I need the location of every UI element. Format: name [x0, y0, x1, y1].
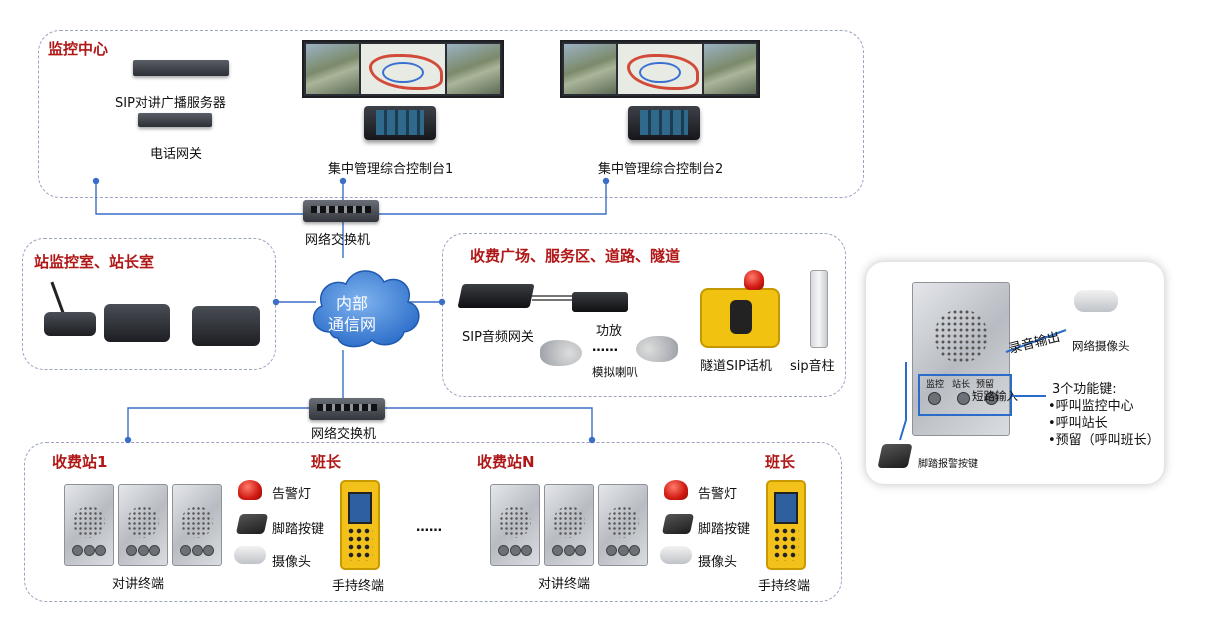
sip-audio-gateway-label: SIP音频网关 [462, 330, 534, 345]
console-2-icon [628, 106, 700, 140]
horn-speaker-left-icon [540, 340, 582, 366]
zone-toll-plaza-title: 收费广场、服务区、道路、隧道 [470, 247, 681, 265]
tunnel-sip-phone-label: 隧道SIP话机 [700, 359, 772, 374]
detail-foot-alarm-label: 脚踏报警按键 [918, 459, 978, 470]
detail-short-input-label: 短路输入 [972, 389, 1018, 403]
video-wall-2-icon [560, 40, 760, 98]
foot-pedal-n-label: 脚踏按键 [698, 522, 751, 537]
detail-key-reserve: 预留 [976, 380, 995, 390]
sip-column-label: sip音柱 [790, 359, 835, 374]
camera-1-icon [234, 546, 266, 564]
warning-light-1-icon [238, 480, 262, 500]
intercom-terminal-nb-icon [544, 484, 594, 566]
zone-monitor-center [38, 30, 864, 198]
detail-key-buttons [928, 392, 998, 405]
amplifier-icon [572, 292, 628, 312]
foot-pedal-1-label: 脚踏按键 [272, 522, 325, 537]
intercom-terminal-nc-icon [598, 484, 648, 566]
detail-key-station: 站长 [952, 380, 971, 390]
zone-team-leader-n-title: 班长 [765, 453, 796, 471]
zone-monitor-center-title: 监控中心 [48, 40, 109, 58]
intercom-terminal-1c-icon [172, 484, 222, 566]
warning-light-n-icon [664, 480, 688, 500]
sip-server-icon [133, 60, 229, 76]
detail-func-title: 3个功能键: [1052, 382, 1117, 397]
detail-func-2: •呼叫站长 [1048, 416, 1108, 431]
phone-gateway-label: 电话网关 [150, 147, 203, 162]
video-desk-phone-icon [104, 304, 170, 342]
tunnel-lamp-icon [744, 270, 764, 290]
stations-ellipsis: …… [416, 520, 442, 535]
camera-1-label: 摄像头 [272, 555, 312, 570]
detail-network-camera-label: 网络摄像头 [1072, 339, 1130, 353]
network-switch-bottom-icon [309, 398, 385, 420]
network-switch-bottom-label: 网络交换机 [311, 427, 377, 442]
internal-network-cloud-icon [312, 270, 420, 348]
console-1-icon [364, 106, 436, 140]
desk-microphone-icon [44, 280, 96, 340]
handheld-terminal-1-label: 手持终端 [332, 579, 385, 594]
network-switch-top-label: 网络交换机 [305, 233, 371, 248]
phone-gateway-icon [138, 113, 212, 127]
handheld-terminal-n-icon [766, 480, 806, 570]
cloud-label-line1: 内部 [336, 294, 369, 313]
handheld-terminal-n-label: 手持终端 [758, 579, 811, 594]
detail-network-camera-icon [1074, 290, 1118, 312]
zone-toll-station-n-title: 收费站N [477, 453, 535, 471]
sip-column-speaker-icon [810, 270, 828, 348]
intercom-terminal-1b-icon [118, 484, 168, 566]
touch-console-icon [192, 306, 260, 346]
amplifier-label: 功放 [596, 324, 623, 339]
horn-ellipsis: …… [592, 340, 618, 355]
zone-toll-station-1-title: 收费站1 [52, 453, 108, 471]
warning-light-1-label: 告警灯 [272, 487, 312, 502]
warning-light-n-label: 告警灯 [698, 487, 738, 502]
intercom-terminal-1a-icon [64, 484, 114, 566]
zone-toll-stations [24, 442, 842, 602]
cloud-label-line2: 通信网 [328, 315, 377, 334]
intercom-terminal-1-label: 对讲终端 [112, 577, 165, 592]
detail-func-1: •呼叫监控中心 [1048, 399, 1134, 414]
analog-horn-label: 模拟喇叭 [592, 365, 638, 379]
console-1-label: 集中管理综合控制台1 [328, 162, 454, 177]
detail-foot-alarm-icon [877, 444, 913, 468]
detail-func-3: •预留（呼叫班长） [1048, 433, 1160, 448]
zone-toll-plaza [442, 233, 846, 397]
intercom-terminal-n-label: 对讲终端 [538, 577, 591, 592]
intercom-terminal-na-icon [490, 484, 540, 566]
console-2-label: 集中管理综合控制台2 [598, 162, 724, 177]
detail-keys-highlight [918, 374, 1012, 416]
detail-key-monitor: 监控 [926, 380, 945, 390]
camera-n-label: 摄像头 [698, 555, 738, 570]
camera-n-icon [660, 546, 692, 564]
zone-team-leader-1-title: 班长 [311, 453, 342, 471]
sip-server-label: SIP对讲广播服务器 [115, 96, 226, 111]
detail-intercom-icon [912, 282, 1010, 436]
video-wall-1-icon [302, 40, 504, 98]
handheld-terminal-1-icon [340, 480, 380, 570]
tunnel-sip-phone-icon [700, 288, 780, 348]
zone-station-room-title: 站监控室、站长室 [34, 253, 155, 271]
network-switch-top-icon [303, 200, 379, 222]
